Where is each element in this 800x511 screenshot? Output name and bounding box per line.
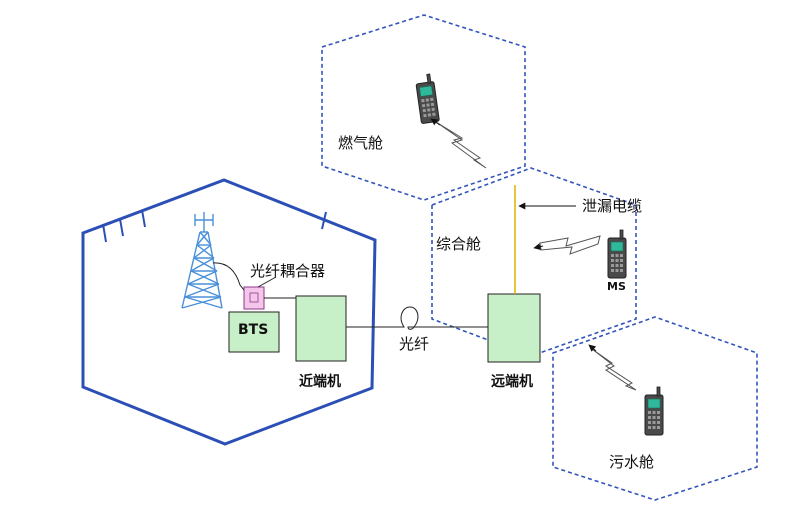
bts-label: BTS: [238, 322, 268, 338]
coupler-label-leader: [257, 276, 277, 288]
near-end-label: 近端机: [299, 373, 341, 390]
mobile-phone-icon: [607, 229, 627, 279]
mobile-phone-icon: [414, 73, 440, 125]
fiber-coupler-box: [243, 286, 265, 310]
radio-link-arrows: [430, 118, 597, 352]
gas-cabin-label: 燃气舱: [338, 134, 383, 152]
mobile-phone-icon: [644, 386, 664, 436]
fiber-line: [346, 306, 488, 330]
fiber-coupler-label: 光纤耦合器: [250, 262, 325, 280]
gas-cabin-cell: [321, 14, 526, 201]
ms-label: MS: [607, 280, 626, 293]
integrated-cabin-label: 综合舱: [436, 235, 481, 253]
integrated-cabin-cell: [431, 167, 637, 357]
cell-border-ticks: [102, 209, 327, 243]
sewage-cabin-cell: [552, 316, 758, 501]
bts-box: [228, 311, 280, 353]
far-end-label: 远端机: [491, 373, 533, 390]
far-end-unit: [487, 293, 541, 363]
sewage-cabin-label: 污水舱: [609, 453, 654, 471]
coupler-lead: [212, 262, 245, 291]
leaky-cable-label: 泄漏电缆: [582, 197, 642, 215]
near-end-unit: [295, 295, 347, 362]
fiber-label: 光纤: [399, 335, 429, 353]
antenna-tower-icon: [181, 212, 223, 309]
lightning-link-icon: [435, 121, 637, 391]
coverage-cell-hexagon: [81, 178, 377, 446]
